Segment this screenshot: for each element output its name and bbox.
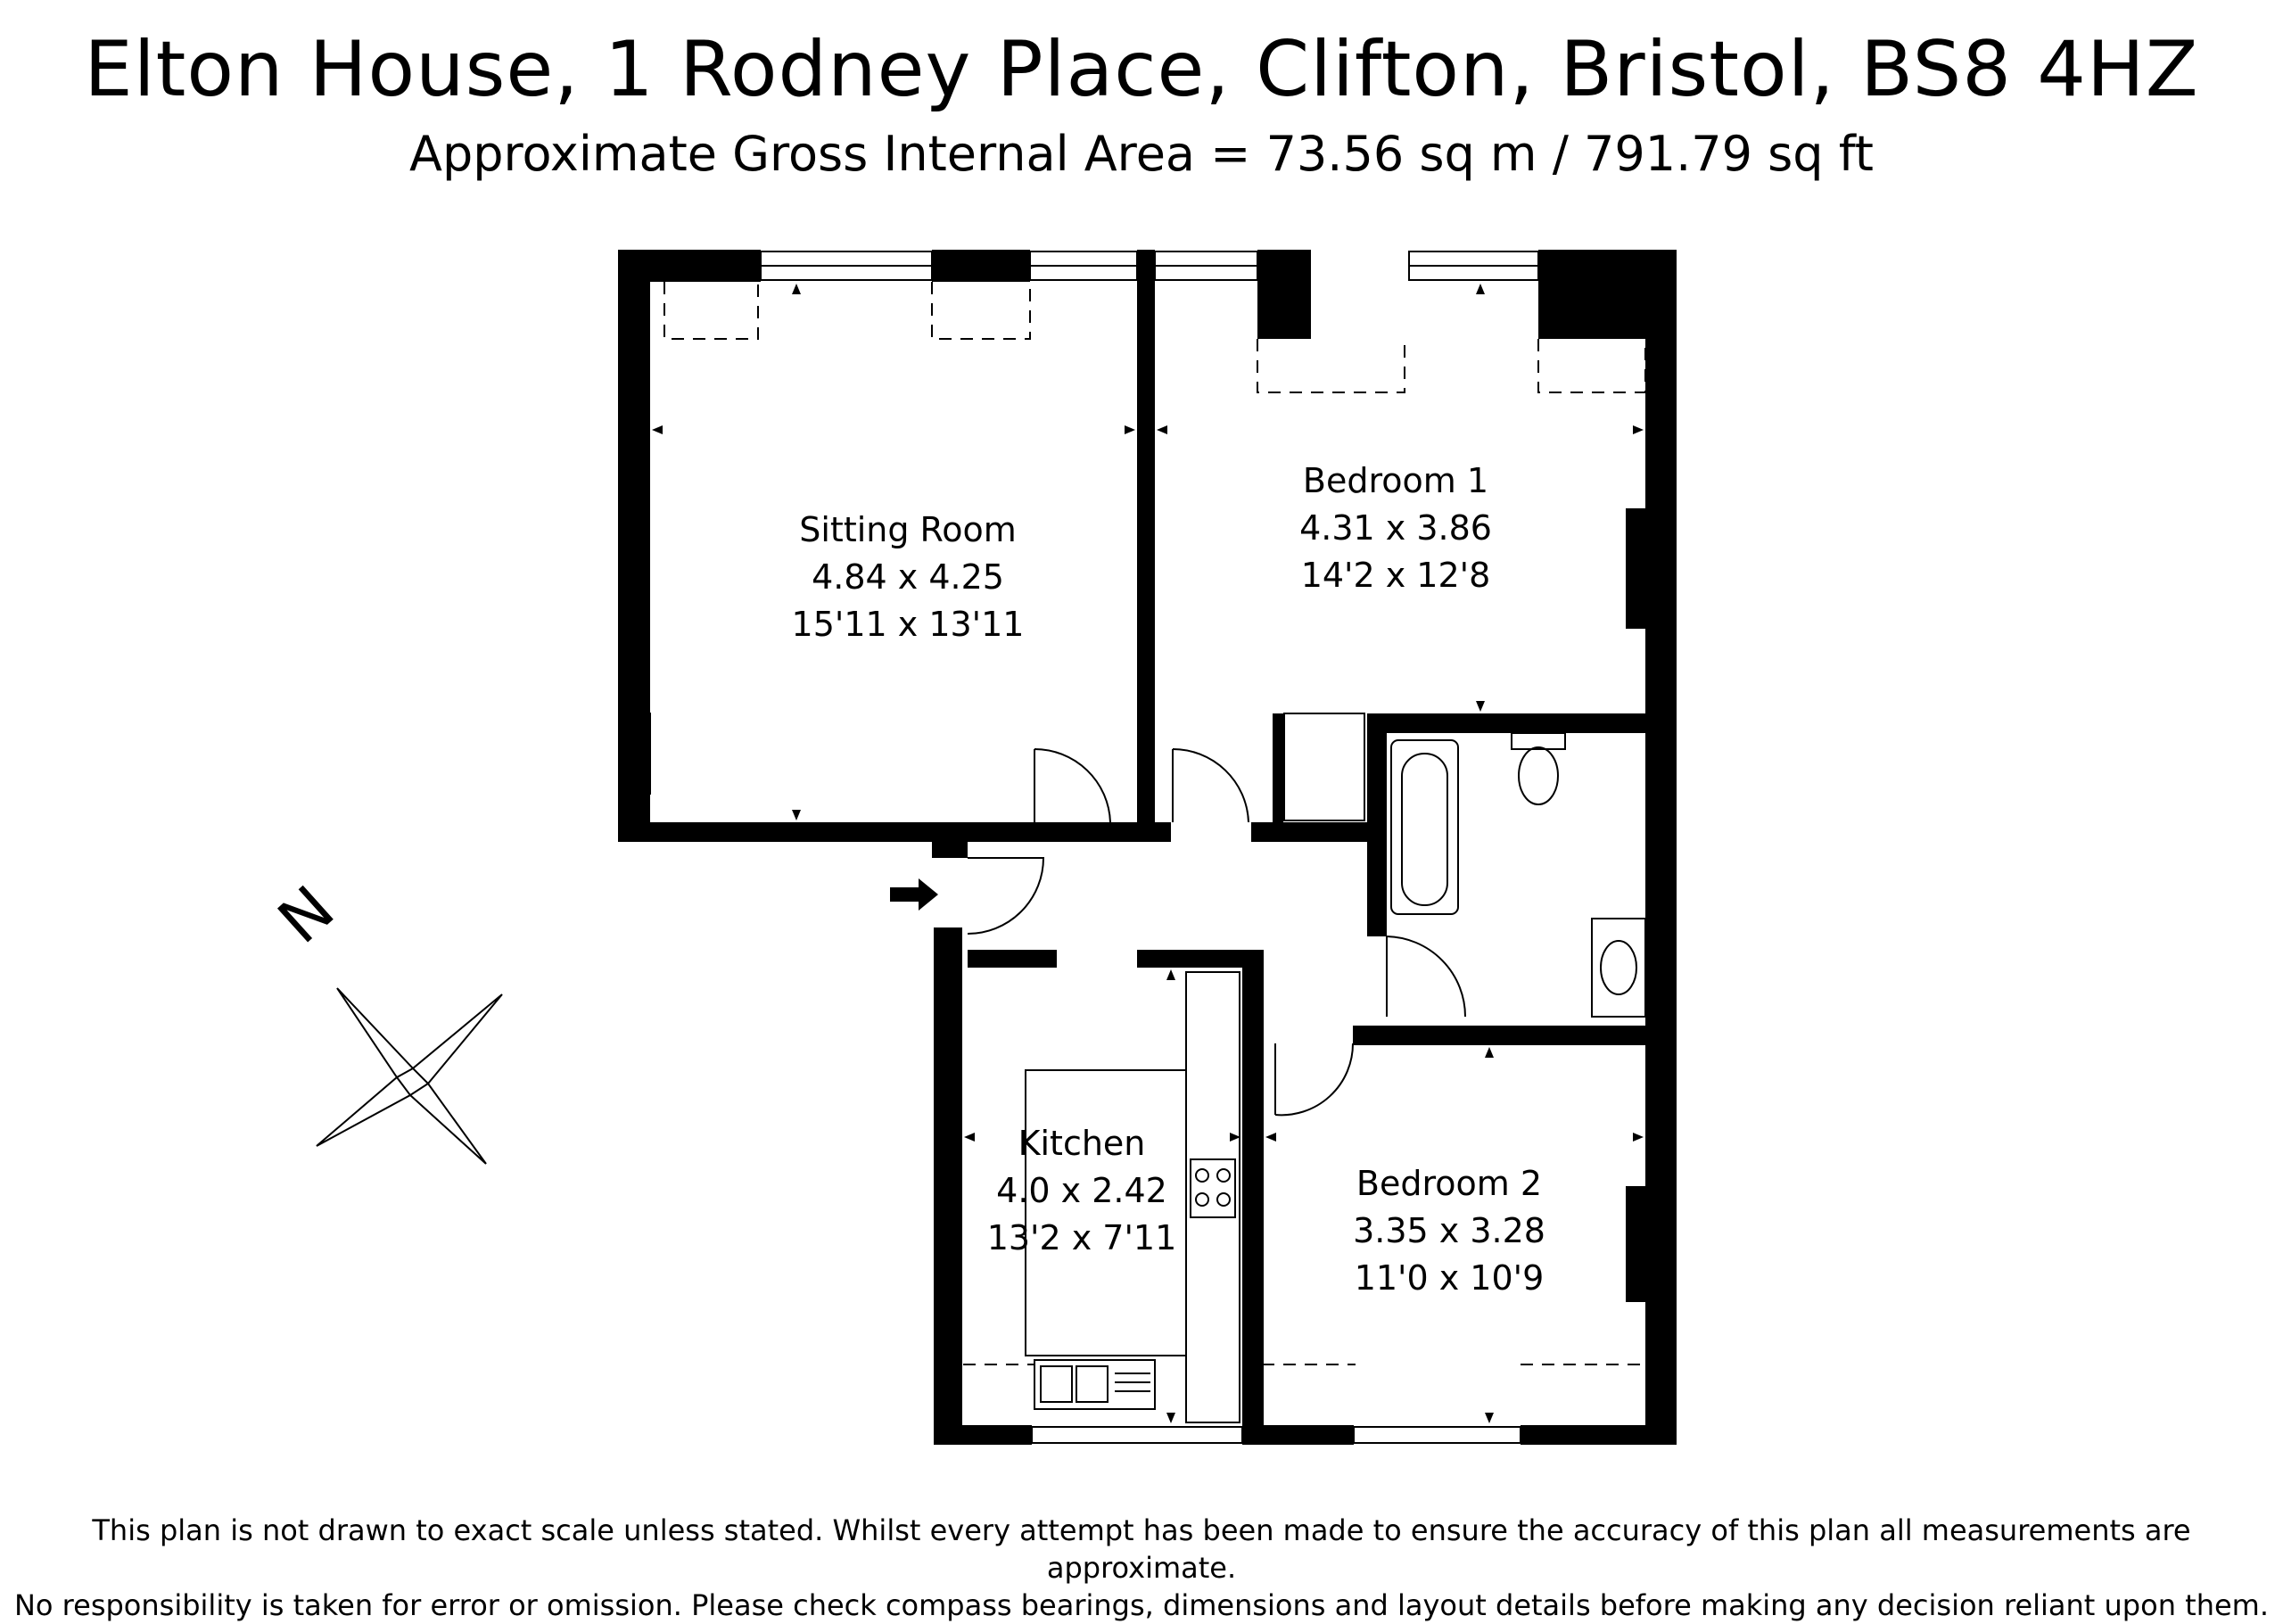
bathroom-fixtures: [1390, 732, 1646, 1018]
disclaimer-line-2: No responsibility is taken for error or …: [13, 1588, 2269, 1622]
bedroom-2-metric: 3.35 x 3.28: [1353, 1211, 1545, 1250]
bedroom-1-metric: 4.31 x 3.86: [1299, 508, 1492, 548]
disclaimer: This plan is not drawn to exact scale un…: [0, 1512, 2283, 1624]
room-sitting-room: Sitting Room 4.84 x 4.25 15'11 x 13'11: [792, 510, 1025, 644]
bedroom-2-imperial: 11'0 x 10'9: [1355, 1258, 1545, 1298]
disclaimer-line-1: This plan is not drawn to exact scale un…: [92, 1513, 2191, 1585]
dimension-markers: [652, 284, 1644, 1423]
room-bedroom-2: Bedroom 2 3.35 x 3.28 11'0 x 10'9: [1353, 1164, 1545, 1298]
bedroom-2-name: Bedroom 2: [1356, 1164, 1542, 1203]
bedroom-1-imperial: 14'2 x 12'8: [1301, 556, 1491, 595]
kitchen-fixtures: [1025, 971, 1240, 1423]
area-subtitle: Approximate Gross Internal Area = 73.56 …: [409, 126, 1874, 182]
sitting-room-metric: 4.84 x 4.25: [812, 557, 1004, 597]
room-kitchen: Kitchen 4.0 x 2.42 13'2 x 7'11: [987, 1124, 1177, 1257]
sitting-room-name: Sitting Room: [799, 510, 1017, 549]
sitting-room-imperial: 15'11 x 13'11: [792, 605, 1025, 644]
bedroom-1-name: Bedroom 1: [1303, 461, 1488, 500]
page-title: Elton House, 1 Rodney Place, Clifton, Br…: [84, 25, 2199, 114]
compass-north-label: N: [265, 872, 349, 958]
room-bedroom-1: Bedroom 1 4.31 x 3.86 14'2 x 12'8: [1299, 461, 1492, 595]
kitchen-name: Kitchen: [1018, 1124, 1146, 1163]
kitchen-imperial: 13'2 x 7'11: [987, 1218, 1177, 1257]
compass-rose: N: [265, 872, 503, 1165]
entrance-arrow: [890, 878, 938, 911]
doors: [967, 713, 1466, 1117]
dashed-recesses: [663, 282, 1646, 1365]
windows: [637, 251, 1539, 1444]
kitchen-metric: 4.0 x 2.42: [996, 1171, 1167, 1210]
walls: [618, 250, 1677, 1445]
